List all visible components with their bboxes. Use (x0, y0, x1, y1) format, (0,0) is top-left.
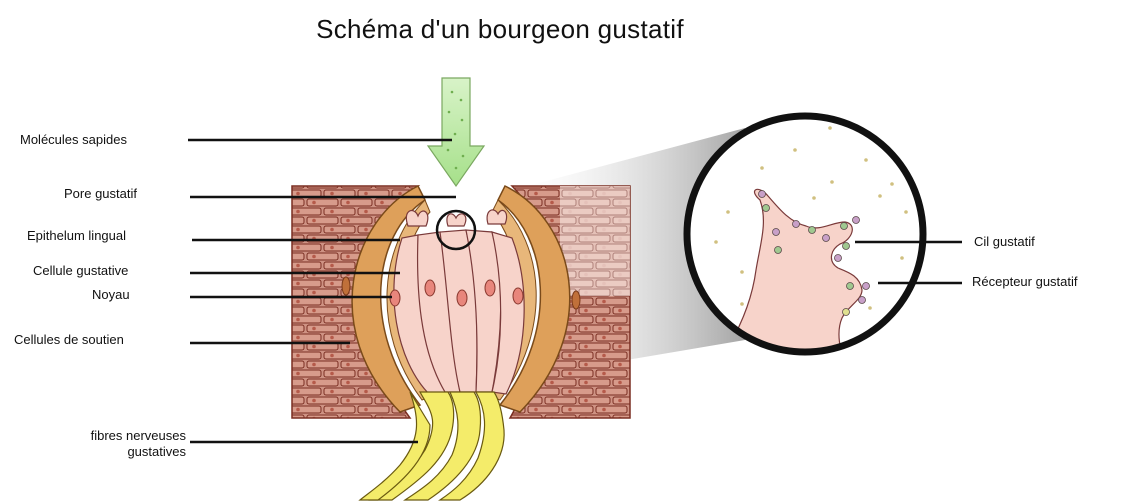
label-cellule: Cellule gustative (33, 263, 128, 279)
label-soutien: Cellules de soutien (14, 332, 124, 348)
taste-pore (406, 210, 506, 226)
label-cil: Cil gustatif (974, 234, 1035, 250)
label-epithelium: Epithelum lingual (27, 228, 126, 244)
label-fibres: fibres nerveuses gustatives (36, 428, 186, 460)
label-pore: Pore gustatif (64, 186, 137, 202)
label-recepteur: Récepteur gustatif (972, 274, 1078, 290)
label-noyau: Noyau (92, 287, 130, 303)
gustatory-cells (394, 230, 524, 395)
molecules-arrow (428, 78, 484, 186)
label-molecules: Molécules sapides (20, 132, 127, 148)
label-fibres-line2: gustatives (36, 444, 186, 460)
label-fibres-line1: fibres nerveuses (36, 428, 186, 444)
